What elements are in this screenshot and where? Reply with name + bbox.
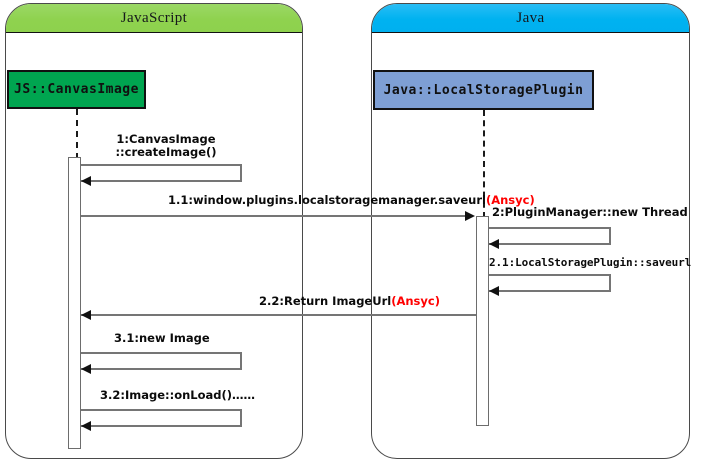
message-label-2-2-text: 2.2:Return ImageUrl <box>259 294 392 308</box>
message-label-1-line1: 1:CanvasImage <box>116 132 216 146</box>
message-3-2-turn <box>240 409 242 427</box>
message-2-1-turn <box>609 274 611 292</box>
message-label-3-2: 3.2:Image::onLoad()…… <box>100 389 255 402</box>
message-1-back <box>81 180 242 182</box>
activation-java <box>476 216 489 426</box>
message-3-1-arrowhead <box>81 364 91 374</box>
message-2-out <box>489 227 611 229</box>
message-2-arrowhead <box>489 239 499 249</box>
message-label-3-1-text: 3.1:new Image <box>114 331 210 345</box>
participant-js-canvasimage-label: JS::CanvasImage <box>14 82 139 97</box>
message-label-2-text: 2:PluginManager::new Thread <box>492 205 688 219</box>
message-2-1-arrowhead <box>489 286 499 296</box>
message-label-1-1-annotation: (Ansyc) <box>485 193 535 207</box>
message-2-turn <box>609 227 611 245</box>
message-label-1-1-text: 1.1:window.plugins.localstoragemanager.s… <box>168 193 486 207</box>
message-1-out <box>81 164 242 166</box>
message-3-1-turn <box>240 352 242 370</box>
frame-java: Java <box>371 3 690 459</box>
participant-java-localstorageplugin[interactable]: Java::LocalStoragePlugin <box>373 70 594 110</box>
message-1-1-arrowhead <box>465 211 475 221</box>
message-3-2-arrowhead <box>81 421 91 431</box>
message-3-2-out <box>81 409 242 411</box>
message-2-2-line <box>81 314 476 316</box>
message-3-1-out <box>81 352 242 354</box>
message-label-3-2-text: 3.2:Image::onLoad()…… <box>100 388 256 402</box>
message-label-1-line2: ::createImage() <box>115 145 217 159</box>
frame-javascript-title: JavaScript <box>6 4 302 33</box>
message-label-2: 2:PluginManager::new Thread <box>492 206 688 219</box>
message-label-2-2-annotation: (Ansyc) <box>391 294 440 308</box>
message-1-1-line <box>81 215 465 217</box>
lifeline-java <box>483 110 485 218</box>
message-2-1-back <box>489 290 611 292</box>
message-label-3-1: 3.1:new Image <box>114 332 210 345</box>
message-label-2-1-text: 2.1:LocalStoragePlugin::saveurl <box>489 256 692 269</box>
message-1-arrowhead <box>81 176 91 186</box>
message-label-2-1: 2.1:LocalStoragePlugin::saveurl <box>489 256 691 269</box>
participant-java-localstorageplugin-label: Java::LocalStoragePlugin <box>383 82 584 98</box>
frame-java-title: Java <box>372 4 689 33</box>
message-2-back <box>489 243 611 245</box>
message-2-2-arrowhead <box>81 310 91 320</box>
message-2-1-out <box>489 274 611 276</box>
message-1-turn <box>240 164 242 182</box>
lifeline-javascript <box>76 109 78 159</box>
message-label-1: 1:CanvasImage ::createImage() <box>81 133 251 159</box>
message-3-1-back <box>81 368 242 370</box>
message-3-2-back <box>81 425 242 427</box>
participant-js-canvasimage[interactable]: JS::CanvasImage <box>7 70 146 109</box>
message-label-2-2: 2.2:Return ImageUrl(Ansyc) <box>259 295 440 308</box>
activation-javascript <box>68 157 81 449</box>
message-label-1-1: 1.1:window.plugins.localstoragemanager.s… <box>168 194 535 207</box>
